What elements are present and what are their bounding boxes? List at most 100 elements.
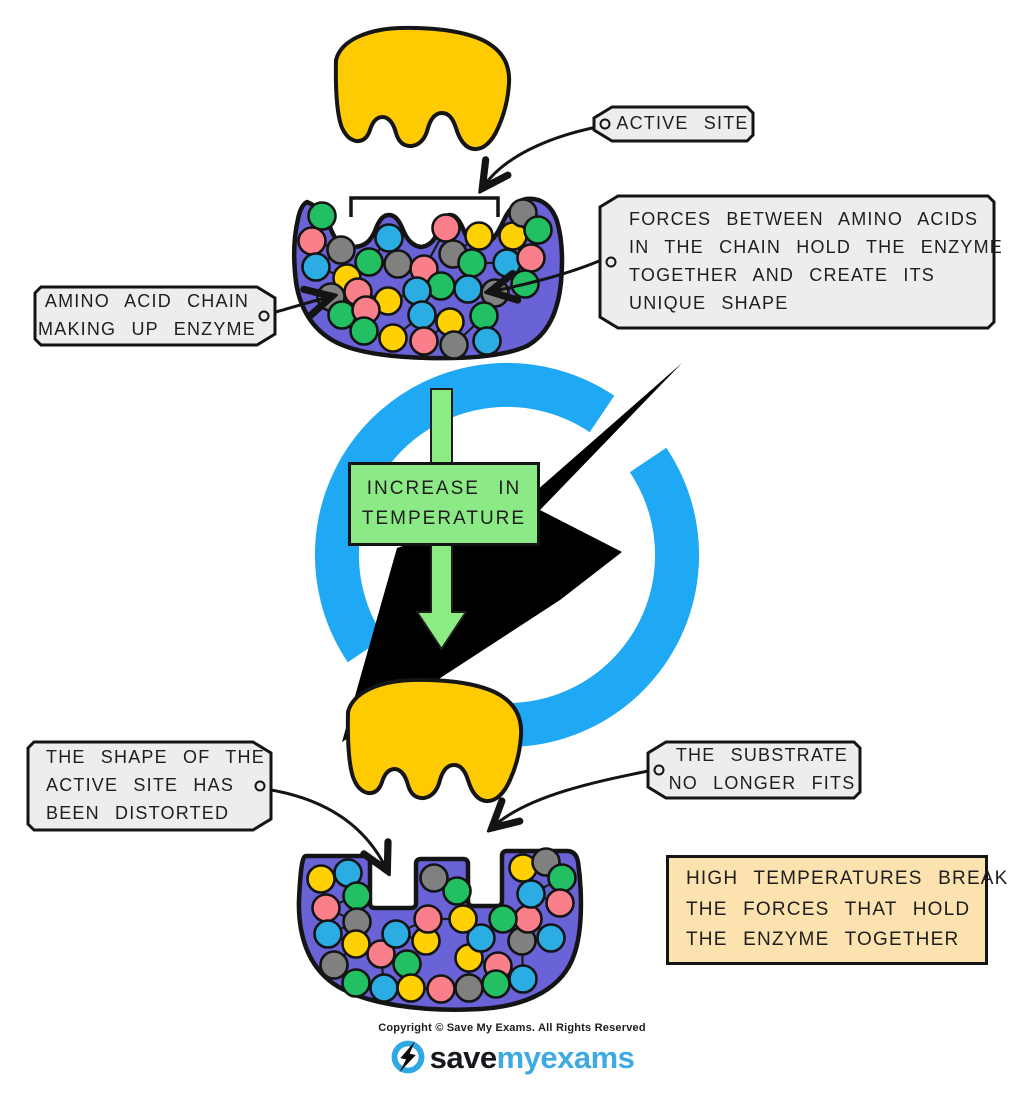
amino-acid-circle [326, 235, 356, 265]
amino-acid-circle [457, 248, 487, 278]
brand-wordmark: savemyexams [430, 1042, 635, 1073]
amino-acid-circle [307, 201, 337, 231]
amino-acid-circle [516, 243, 546, 273]
amino-acid-circle [439, 330, 469, 360]
lightning-bolt-icon [342, 363, 682, 742]
tag-amino-acid-line: MAKING UP ENZYME [38, 319, 256, 339]
amino-acid-circle [464, 221, 494, 251]
amino-acid-circle [374, 223, 404, 253]
amino-acid-circle [547, 863, 577, 893]
tag-shape-distorted-line: THE SHAPE OF THE [46, 747, 265, 768]
tag-substrate-fits-line: NO LONGER FITS [668, 773, 856, 793]
amino-acid-circle [402, 276, 432, 306]
amino-acid-circle [454, 973, 484, 1003]
tag-amino-acid: AMINO ACID CHAIN MAKING UP ENZYME [33, 285, 277, 347]
amino-acid-circle [481, 969, 511, 999]
amino-acid-circle [466, 923, 496, 953]
amino-acid-circle [409, 326, 439, 356]
tag-shape-distorted-line: ACTIVE SITE HAS [46, 775, 235, 796]
amino-acid-circle [313, 919, 343, 949]
amino-acid-circle [448, 904, 478, 934]
amino-acid-circle [472, 326, 502, 356]
increase-temperature-line: TEMPERATURE [361, 508, 527, 529]
tag-active-site-label: ACTIVE SITE [616, 113, 749, 134]
amino-acid-circle [469, 301, 499, 331]
amino-acid-circle [354, 247, 384, 277]
amino-acid-circle [366, 939, 396, 969]
amino-acid-circle [523, 215, 553, 245]
amino-acid-circle [407, 300, 437, 330]
brand-word-save: save [429, 1039, 497, 1075]
amino-acid-circle [369, 973, 399, 1003]
increase-temperature-line: INCREASE IN [366, 477, 522, 499]
tag-hole-icon [254, 780, 266, 792]
tag-forces: FORCES BETWEEN AMINO ACIDS IN THE CHAIN … [598, 194, 1002, 330]
amino-acid-circle [301, 252, 331, 282]
brand-logo: savemyexams [0, 1039, 1024, 1075]
amino-acid-circle [442, 876, 472, 906]
tag-substrate-fits: THE SUBSTRATE NO LONGER FITS [646, 740, 862, 800]
tag-substrate-fits-shape [646, 740, 862, 800]
active-site-bracket [349, 196, 500, 217]
tag-forces-line: IN THE CHAIN HOLD THE ENZYME [629, 237, 1003, 258]
tag-forces-shape [598, 194, 996, 330]
copyright-text: Copyright © Save My Exams. All Rights Re… [378, 1022, 646, 1034]
arrow-amino-acid [270, 297, 329, 313]
tag-active-site: ACTIVE SITE [592, 105, 755, 143]
brand-word-my: my [496, 1039, 541, 1075]
high-temperatures-box: HIGH TEMPERATURES BREAK THE FORCES THAT … [666, 855, 1007, 965]
increase-temperature-box: INCREASE IN TEMPERATURE [348, 462, 540, 546]
amino-acid-circle [381, 919, 411, 949]
brand-word-exams: exams [540, 1039, 635, 1075]
tag-forces-line: UNIQUE SHAPE [629, 292, 789, 313]
amino-acid-circle [341, 968, 371, 998]
amino-acid-circle [545, 888, 575, 918]
amino-acid-circle [349, 316, 379, 346]
high-temperatures-line: THE ENZYME TOGETHER [686, 929, 960, 951]
tag-forces-line: TOGETHER AND CREATE ITS [629, 265, 935, 285]
amino-acid-circle [413, 904, 443, 934]
arrow-forces [493, 259, 601, 291]
amino-acid-circle [516, 879, 546, 909]
tag-shape-distorted-line: BEEN DISTORTED [46, 802, 230, 823]
tag-amino-acid-line: AMINO ACID CHAIN [44, 291, 250, 312]
amino-acid-circle [311, 893, 341, 923]
amino-acid-circle [383, 249, 413, 279]
amino-acid-circle [513, 904, 543, 934]
amino-acid-circle [453, 274, 483, 304]
tag-hole-icon [258, 310, 270, 322]
substrate-top [333, 25, 512, 152]
arrow-shape-distorted [263, 787, 386, 868]
amino-acid-circle [536, 923, 566, 953]
brand-bolt-icon [391, 1040, 425, 1074]
amino-acid-circle [306, 864, 336, 894]
tag-substrate-fits-line: THE SUBSTRATE [675, 745, 849, 766]
amino-acid-circle [341, 929, 371, 959]
tag-shape-distorted-shape [26, 740, 273, 832]
amino-acid-circle [392, 949, 422, 979]
arrow-substrate-fits [494, 768, 655, 826]
amino-acid-circle [508, 964, 538, 994]
footer: Copyright © Save My Exams. All Rights Re… [0, 1022, 1024, 1075]
tag-amino-acid-shape [33, 285, 277, 347]
amino-acid-circle [342, 881, 372, 911]
amino-acid-chain-bottom [306, 847, 577, 1004]
amino-acid-circle [426, 271, 456, 301]
tag-hole-icon [653, 764, 665, 776]
watermark-ring-top-arc [315, 363, 615, 663]
high-temperatures-line: HIGH TEMPERATURES BREAK [686, 868, 1009, 890]
amino-acid-circle [488, 904, 518, 934]
tag-forces-line: FORCES BETWEEN AMINO ACIDS [629, 209, 979, 230]
tag-hole-icon [605, 256, 617, 268]
amino-acid-circle [319, 950, 349, 980]
amino-acid-circle [431, 213, 461, 243]
tag-active-site-shape [592, 105, 755, 143]
amino-acid-circle [419, 863, 449, 893]
amino-acid-circle [297, 226, 327, 256]
arrow-active-site [484, 125, 599, 186]
amino-acid-circle [426, 974, 456, 1004]
amino-acid-circle [396, 973, 426, 1003]
high-temperatures-line: THE FORCES THAT HOLD [686, 898, 971, 920]
